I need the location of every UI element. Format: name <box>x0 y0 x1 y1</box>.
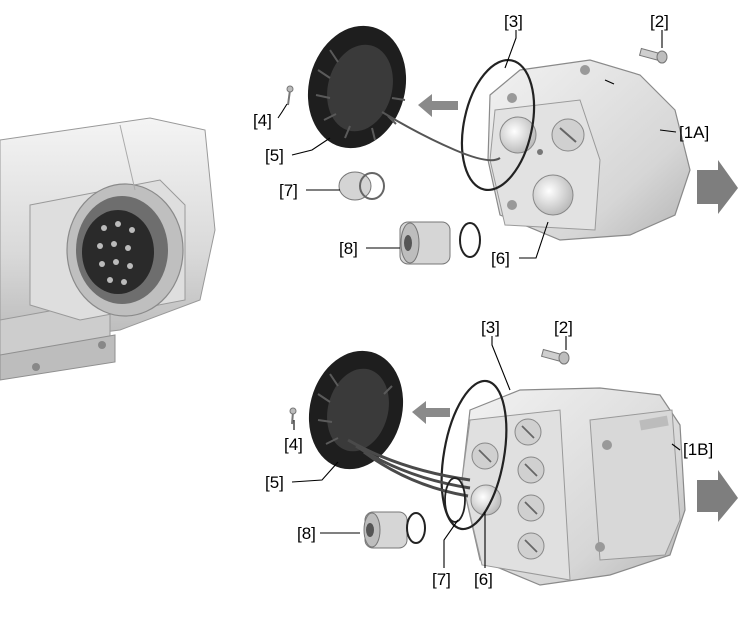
screw-bottom <box>540 348 570 365</box>
plug-bottom <box>444 477 466 523</box>
callout-2-top: [2] <box>650 12 669 31</box>
callout-1b: [1B] <box>683 440 713 459</box>
callout-labels: [3] [2] [4] [1A] [5] [7] [8] [6] [3] [2]… <box>253 12 713 589</box>
direction-arrow-bottom-right <box>697 470 738 522</box>
callout-3-top: [3] <box>504 12 523 31</box>
callout-3-bottom: [3] <box>481 318 500 337</box>
top-assembly <box>277 25 738 265</box>
plug-top <box>338 171 385 201</box>
callout-8-bottom: [8] <box>297 524 316 543</box>
callout-7-bottom: [7] <box>432 570 451 589</box>
connector-top <box>307 25 501 162</box>
bottom-assembly <box>289 336 738 586</box>
cable-gland-top <box>399 221 481 265</box>
direction-arrow-bottom-left <box>412 401 450 424</box>
callout-4-bottom: [4] <box>284 435 303 454</box>
small-screw-top <box>286 85 294 106</box>
callout-4-top: [4] <box>253 111 272 130</box>
cover-1b <box>461 387 686 586</box>
callout-6-top: [6] <box>491 249 510 268</box>
callout-2-bottom: [2] <box>554 318 573 337</box>
callout-6-bottom: [6] <box>474 570 493 589</box>
actuator-housing <box>0 117 216 381</box>
connector-bottom <box>308 350 471 498</box>
callout-1a: [1A] <box>679 123 709 142</box>
o-ring-bottom <box>440 379 508 531</box>
callout-5-bottom: [5] <box>265 473 284 492</box>
small-screw-bottom <box>289 407 297 425</box>
callout-8-top: [8] <box>339 239 358 258</box>
callout-5-top: [5] <box>265 146 284 165</box>
o-ring-top <box>460 58 536 192</box>
cover-1a <box>487 59 691 241</box>
cable-gland-bottom <box>363 511 426 549</box>
direction-arrow-top-right <box>697 160 738 214</box>
callout-7-top: [7] <box>279 181 298 200</box>
screw-top <box>638 47 668 64</box>
direction-arrow-top-left <box>418 94 458 117</box>
